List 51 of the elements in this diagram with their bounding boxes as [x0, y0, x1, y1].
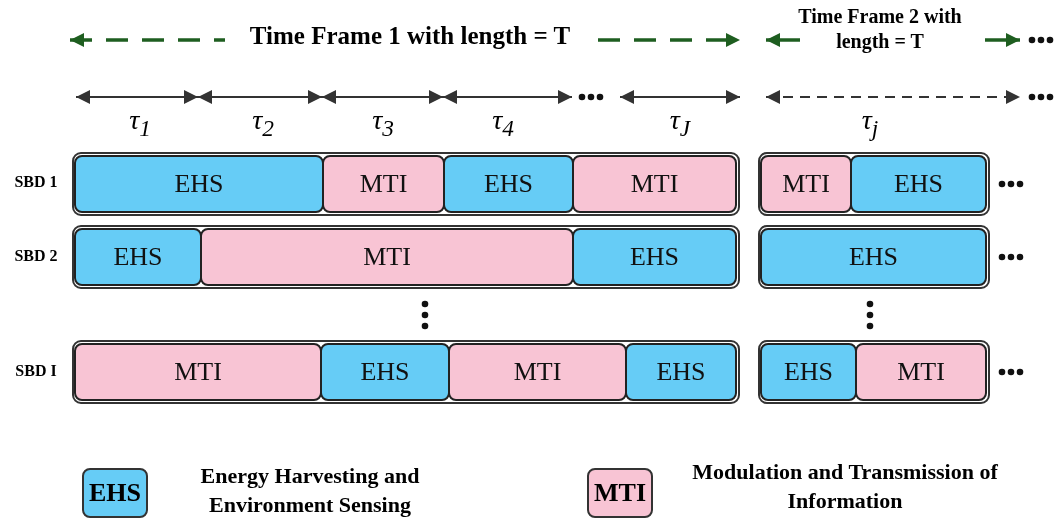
slot-segment [74, 155, 324, 213]
timeline-bar [72, 340, 740, 404]
slot-segment [443, 155, 574, 213]
slot-label: EHS [783, 357, 834, 387]
slot-segment [625, 343, 737, 401]
legend-swatch: EHS [82, 468, 148, 518]
slot-label: EHS [848, 242, 899, 272]
slot-label: MTI [782, 169, 830, 199]
frame-title: Time Frame 1 with length = T [248, 22, 572, 50]
timeline-bar [72, 225, 740, 289]
legend-swatch: MTI [587, 468, 653, 518]
slot-label: MTI [897, 357, 945, 387]
duration-label: τ$_{J}$ [668, 104, 692, 142]
slot-segment [322, 155, 445, 213]
slot-segment [850, 155, 987, 213]
timeline-bar [72, 152, 740, 216]
timeline-bar [758, 340, 990, 404]
legend-text: Modulation and Transmission of Information [691, 458, 999, 515]
frame-title: Time Frame 2 with length = T [797, 4, 963, 54]
slot-segment [572, 155, 737, 213]
slot-segment [572, 228, 737, 286]
slot-segment [760, 155, 852, 213]
slot-label: EHS [174, 169, 224, 199]
slot-label: EHS [893, 169, 944, 199]
slot-segment [760, 343, 857, 401]
slot-segment [320, 343, 450, 401]
slot-segment [74, 343, 322, 401]
slot-label: EHS [360, 357, 410, 387]
slot-label: MTI [174, 357, 222, 387]
slot-segment [74, 228, 202, 286]
slot-label: MTI [630, 169, 679, 199]
duration-label: τ$_{3}$ [371, 104, 395, 142]
slot-label: MTI [359, 169, 408, 199]
slot-segment [448, 343, 627, 401]
timeline-bar [758, 152, 990, 216]
row-label: SBD 1 [13, 173, 59, 191]
duration-label: τ$_{2}$ [251, 104, 275, 142]
slot-label: MTI [513, 357, 562, 387]
duration-label: τ$_{1}$ [128, 104, 152, 142]
slot-label: EHS [629, 242, 680, 272]
slot-segment [855, 343, 987, 401]
slot-label: EHS [113, 242, 163, 272]
slot-label: EHS [483, 169, 534, 199]
slot-label: EHS [656, 357, 706, 387]
slot-segment [200, 228, 574, 286]
duration-label: τ$_{j}$ [860, 104, 880, 142]
slot-label: MTI [363, 242, 411, 272]
duration-label: τ$_{4}$ [491, 104, 515, 142]
row-label: SBD I [14, 362, 58, 380]
legend-text: Energy Harvesting and Environment Sensing [199, 462, 421, 519]
row-label: SBD 2 [13, 247, 59, 265]
